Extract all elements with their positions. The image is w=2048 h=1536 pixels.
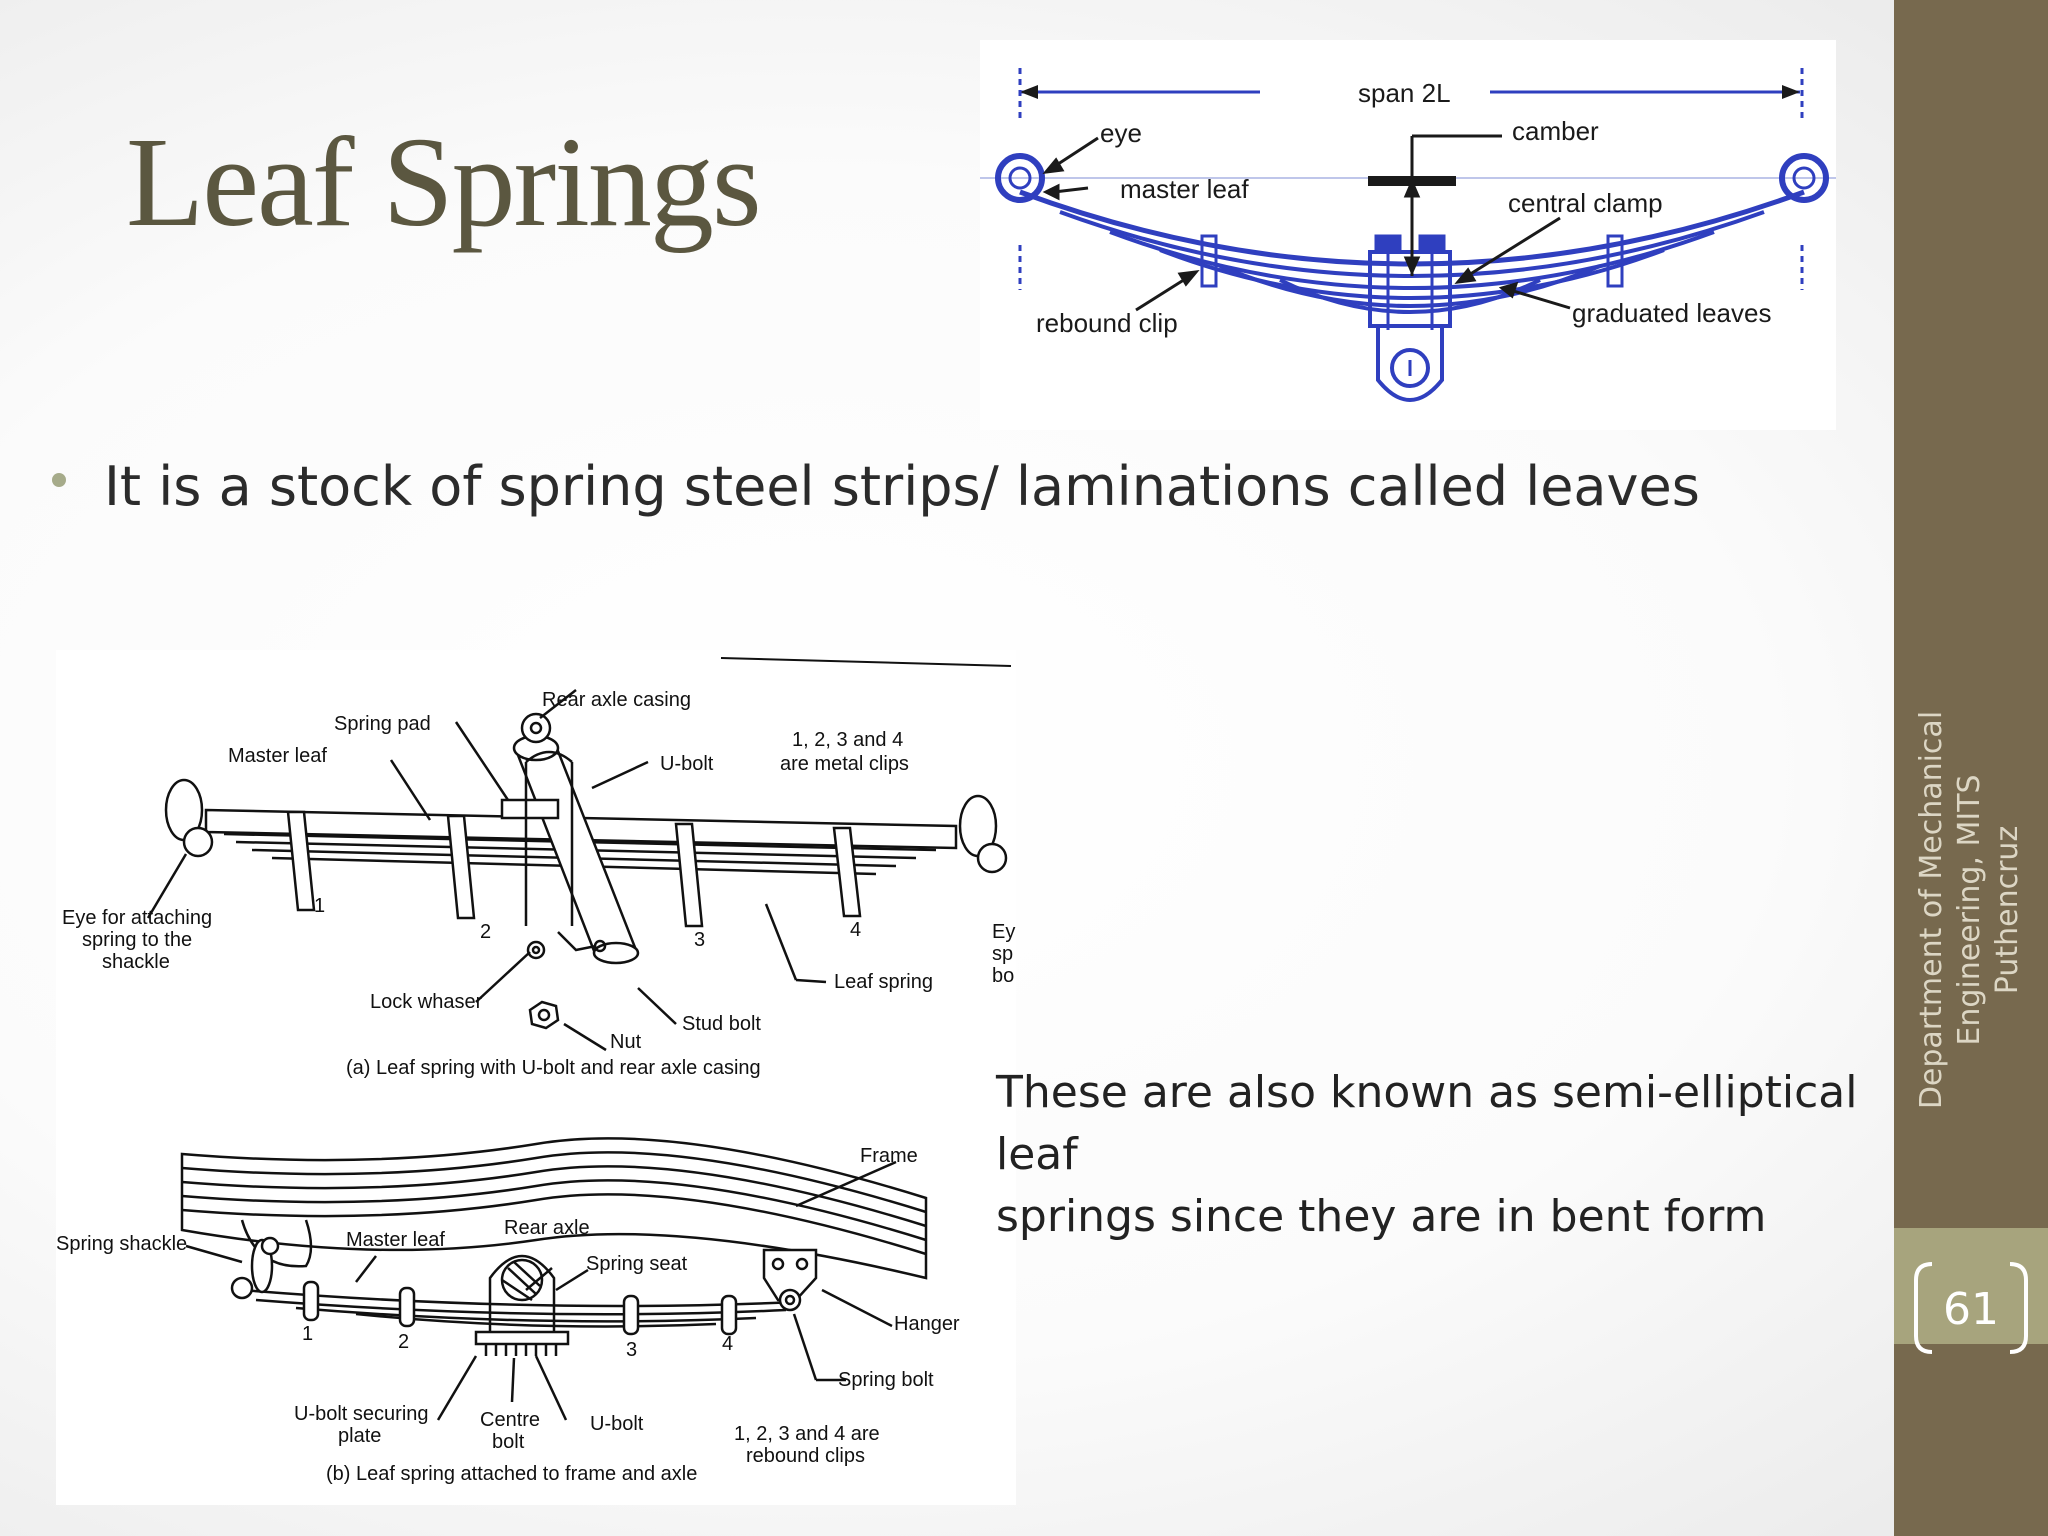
label-a-stud-bolt: Stud bolt	[682, 1013, 761, 1035]
label-master-leaf: master leaf	[1120, 174, 1249, 204]
label-b-clip-2: 2	[398, 1331, 409, 1353]
label-a-eye-right-2: sp	[992, 943, 1013, 965]
caption-b: (b) Leaf spring attached to frame and ax…	[326, 1463, 697, 1485]
note-line-1: These are also known as semi-elliptical …	[996, 1067, 1858, 1180]
label-eye: eye	[1100, 118, 1142, 148]
label-rebound-clip: rebound clip	[1036, 308, 1178, 338]
label-b-master-leaf: Master leaf	[346, 1229, 445, 1251]
label-a-lock-washer: Lock whaser	[370, 991, 483, 1013]
page-number-badge: 61	[1910, 1262, 2032, 1354]
label-camber: camber	[1512, 116, 1599, 146]
label-a-u-bolt: U-bolt	[660, 753, 714, 775]
label-a-eye-3: shackle	[102, 951, 170, 973]
label-a-clips-note-1: 1, 2, 3 and 4	[792, 729, 903, 751]
label-b-hanger: Hanger	[894, 1313, 960, 1335]
label-a-master-leaf: Master leaf	[228, 745, 327, 767]
label-b-spring-seat: Spring seat	[586, 1253, 688, 1275]
label-a-nut: Nut	[610, 1031, 642, 1053]
label-b-u-bolt: U-bolt	[590, 1413, 644, 1435]
slide-title: Leaf Springs	[126, 111, 762, 253]
leaf-spring-diagram-bottom: Rear axle casing Spring pad Master leaf …	[56, 650, 1016, 1505]
label-graduated-leaves: graduated leaves	[1572, 298, 1771, 328]
label-b-ubolt-plate-2: plate	[338, 1425, 381, 1447]
label-a-clips-note-2: are metal clips	[780, 753, 909, 775]
bullet-dot-icon	[52, 473, 66, 487]
label-b-rebound-2: rebound clips	[746, 1445, 865, 1467]
label-a-clip-2: 2	[480, 921, 491, 943]
label-b-centre-bolt-2: bolt	[492, 1431, 525, 1453]
department-line-2: Engineering, MITS Puthencruz	[1952, 774, 2025, 1046]
bracket-frame-icon	[1914, 1262, 2028, 1354]
label-b-clip-4: 4	[722, 1333, 733, 1355]
label-a-spring-pad: Spring pad	[334, 713, 431, 735]
label-a-clip-3: 3	[694, 929, 705, 951]
label-b-clip-1: 1	[302, 1323, 313, 1345]
label-a-eye-right-3: bo	[992, 965, 1014, 987]
label-a-leaf-spring: Leaf spring	[834, 971, 933, 993]
label-b-clip-3: 3	[626, 1339, 637, 1361]
label-a-eye-right-1: Ey	[992, 921, 1015, 943]
label-span: span 2L	[1358, 78, 1451, 108]
label-a-eye-1: Eye for attaching	[62, 907, 212, 929]
leaf-spring-diagram-top: span 2L eye camber master leaf central c…	[980, 40, 1836, 430]
label-central-clamp: central clamp	[1508, 188, 1663, 218]
label-b-centre-bolt-1: Centre	[480, 1409, 540, 1431]
semi-elliptical-note: These are also known as semi-elliptical …	[996, 1062, 1896, 1248]
label-b-spring-bolt: Spring bolt	[838, 1369, 934, 1391]
label-b-rear-axle: Rear axle	[504, 1217, 590, 1239]
bullet-text: It is a stock of spring steel strips/ la…	[104, 455, 1700, 518]
label-a-clip-4: 4	[850, 919, 861, 941]
note-line-2: springs since they are in bent form	[996, 1191, 1767, 1242]
label-b-rebound-1: 1, 2, 3 and 4 are	[734, 1423, 880, 1445]
label-a-clip-1: 1	[314, 895, 325, 917]
sidebar-accent-band	[1894, 1228, 2048, 1344]
label-a-rear-axle-casing: Rear axle casing	[542, 689, 691, 711]
label-a-eye-2: spring to the	[82, 929, 192, 951]
label-b-ubolt-plate-1: U-bolt securing	[294, 1403, 429, 1425]
department-line-1: Department of Mechanical	[1914, 710, 1949, 1110]
label-b-frame: Frame	[860, 1145, 918, 1167]
department-label: Department of Mechanical Engineering, MI…	[1914, 690, 2025, 1130]
caption-a: (a) Leaf spring with U-bolt and rear axl…	[346, 1057, 761, 1079]
label-b-spring-shackle: Spring shackle	[56, 1233, 187, 1255]
page-number: 61	[1943, 1284, 1999, 1335]
